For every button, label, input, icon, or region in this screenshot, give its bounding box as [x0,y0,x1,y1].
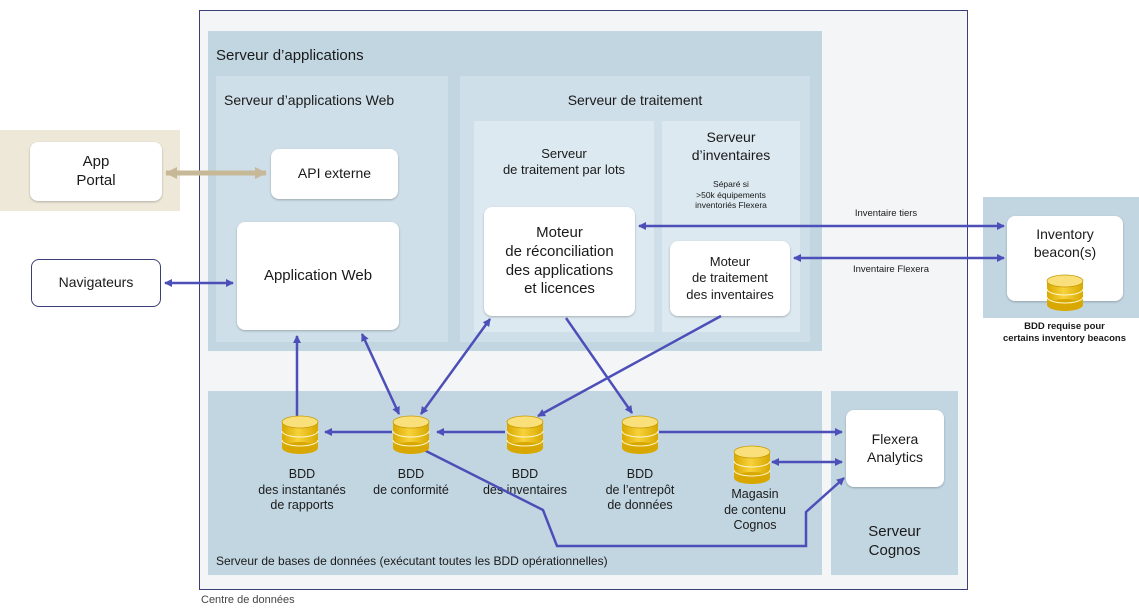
inventory-beacon-db-note: BDD requise pour certains inventory beac… [1002,321,1127,344]
processing-server-label: Serveur de traitement [567,92,703,108]
web-app-server-label: Serveur d’applications Web [224,92,395,108]
navigateurs-box[interactable]: Navigateurs [31,259,161,307]
db-warehouse-icon [621,415,659,454]
reconciliation-engine-box[interactable]: Moteur de réconciliation des application… [484,207,635,316]
webapp-compliance-arrow [360,333,401,415]
inventory-server-label: Serveur d’inventaires [691,129,771,163]
api-externe-box[interactable]: API externe [271,149,398,199]
db-content-store-label: Magasin de contenu Cognos [724,487,786,533]
reconciliation-compliance-arrow [419,318,492,415]
db-compliance-icon [392,415,430,454]
flexera-analytics-box[interactable]: Flexera Analytics [846,410,944,487]
inventory-engine-box[interactable]: Moteur de traitement des inventaires [670,241,790,316]
reconciliation-to-warehouse-arrow [564,317,634,414]
datacenter-label: Centre de données [201,594,295,606]
batch-server-label: Serveur de traitement par lots [502,146,626,178]
db-snapshots-label: BDD des instantanés de rapports [258,467,346,513]
engine-to-inventory-arrow [537,314,722,418]
db-inventory-icon [506,415,544,454]
flow-label-third-party: Inventaire tiers [854,208,918,219]
web-application-box[interactable]: Application Web [237,222,399,330]
db-snapshots-icon [281,415,319,454]
db-compliance-label: BDD de conformité [373,467,449,497]
db-warehouse-label: BDD de l’entrepôt de données [605,467,675,513]
db-beacon-icon [1046,274,1084,311]
db-inventory-label: BDD des inventaires [482,467,568,497]
compliance-to-analytics-path [417,445,845,548]
flow-label-flexera: Inventaire Flexera [852,264,930,275]
app-portal-box[interactable]: App Portal [30,142,162,201]
app-server-label: Serveur d’applications [216,47,364,64]
cognos-server-label: Serveur Cognos [868,523,921,559]
inventory-server-note: Séparé si >50k équipements inventoriés F… [695,179,767,211]
inventory-beacon-label: Inventory beacon(s) [1033,226,1097,260]
db-content-store-icon [733,445,771,484]
db-server-label: Serveur de bases de données (exécutant t… [216,554,608,568]
